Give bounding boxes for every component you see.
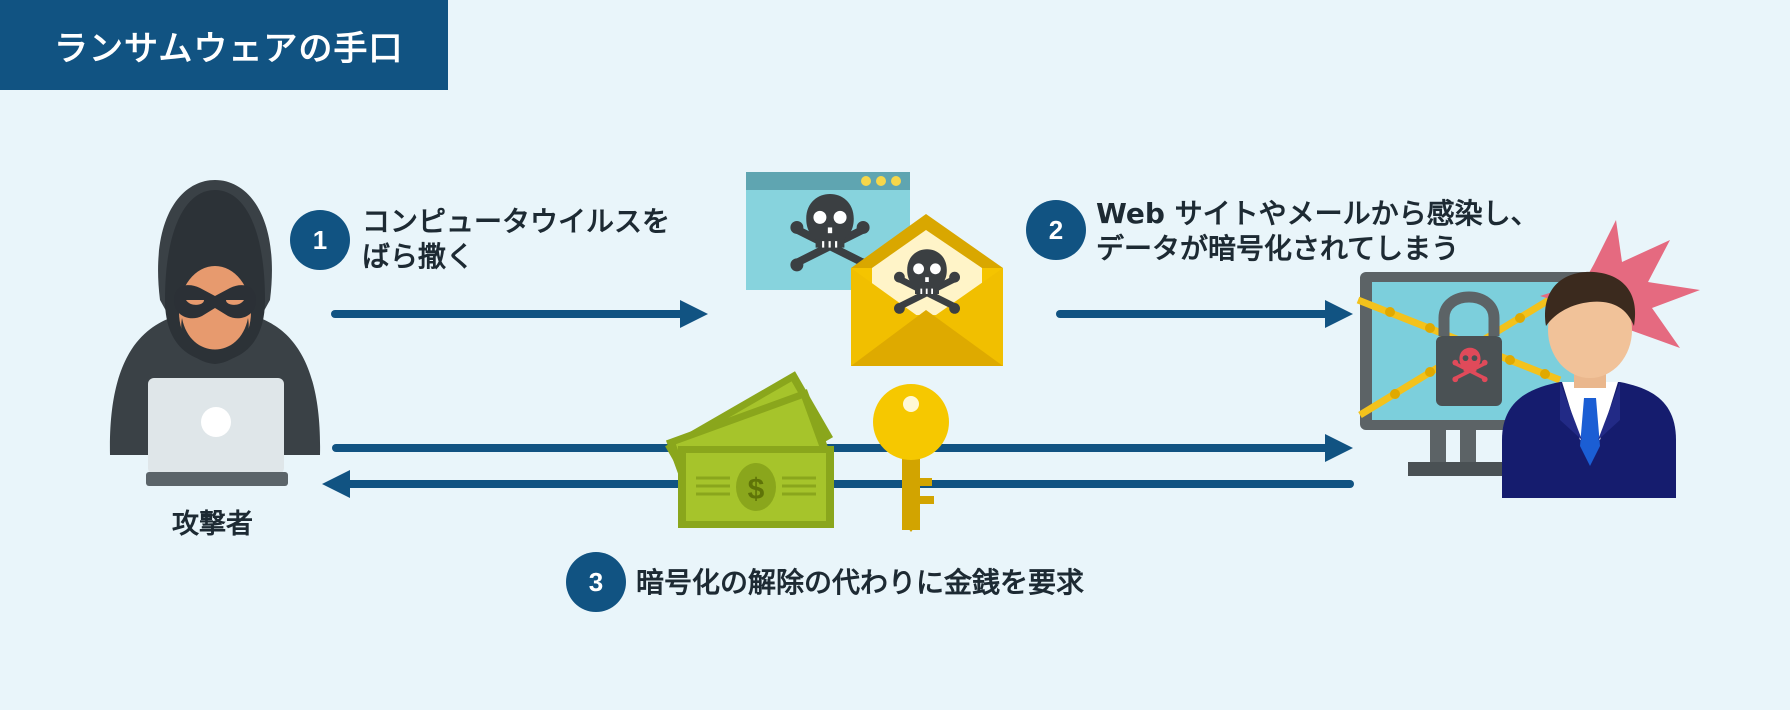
victim-businessman-icon [1502, 271, 1676, 498]
money-icon: $ [665, 371, 834, 528]
step1-number-badge: 1 [290, 210, 350, 270]
arrow-to-attacker [322, 470, 1354, 498]
arrow-to-victim [332, 434, 1353, 462]
dollar-symbol: $ [748, 473, 765, 506]
step1-text: コンピュータウイルスを ばら撒く [362, 204, 670, 274]
step1-line2: ばら撒く [362, 240, 475, 273]
virus-envelope-icon [851, 214, 1003, 366]
step3-number-badge: 3 [566, 552, 626, 612]
title-bar: ランサムウェアの手口 [0, 0, 448, 90]
step3-text: 暗号化の解除の代わりに金銭を要求 [636, 565, 1084, 600]
step2-text: Web サイトやメールから感染し、 データが暗号化されてしまう [1096, 196, 1539, 266]
step2-line1: Web サイトやメールから感染し、 [1096, 197, 1539, 230]
step2-line2: データが暗号化されてしまう [1096, 232, 1460, 265]
page-title: ランサムウェアの手口 [54, 28, 404, 69]
laptop-icon [146, 378, 288, 486]
key-icon [873, 384, 949, 532]
step3-line1: 暗号化の解除の代わりに金銭を要求 [636, 566, 1085, 599]
step2-number-badge: 2 [1026, 200, 1086, 260]
arrow-step2 [1056, 300, 1353, 328]
step1-line1: コンピュータウイルスを [362, 205, 671, 238]
arrow-step1 [331, 300, 708, 328]
attacker-label: 攻撃者 [172, 509, 253, 540]
